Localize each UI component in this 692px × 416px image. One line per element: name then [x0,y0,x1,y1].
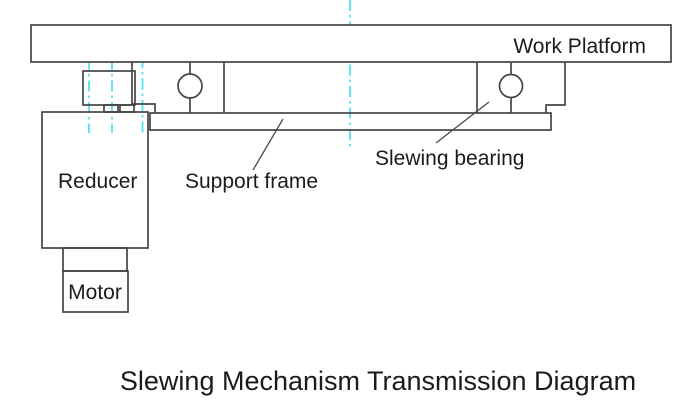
slewing-bearing-left-seat [131,62,225,113]
support-frame-shape [149,112,552,131]
slewing-bearing-leader [435,101,490,144]
slewing-bearing-right-seat [476,62,566,113]
left-seat-step [131,62,156,113]
right-seat-step [545,62,566,113]
slewing-bearing-label: Slewing bearing [375,147,524,170]
support-frame-leader [252,118,284,171]
motor-shape [62,270,129,313]
motor-label: Motor [68,281,122,304]
diagram-caption: Slewing Mechanism Transmission Diagram [120,366,636,396]
reducer-label: Reducer [58,170,137,193]
work-platform-shape [30,24,672,63]
pinion-foot-right [119,104,135,113]
rolling-element-left [177,73,203,99]
work-platform-label: Work Platform [513,35,646,58]
pinion-foot-left [103,104,119,113]
pinion-shape [82,70,136,106]
pinion-assembly [82,70,136,113]
centerlines [88,0,351,150]
motor-flange-shape [62,247,128,272]
support-frame-label: Support frame [185,170,318,193]
rolling-element-right [498,73,524,99]
